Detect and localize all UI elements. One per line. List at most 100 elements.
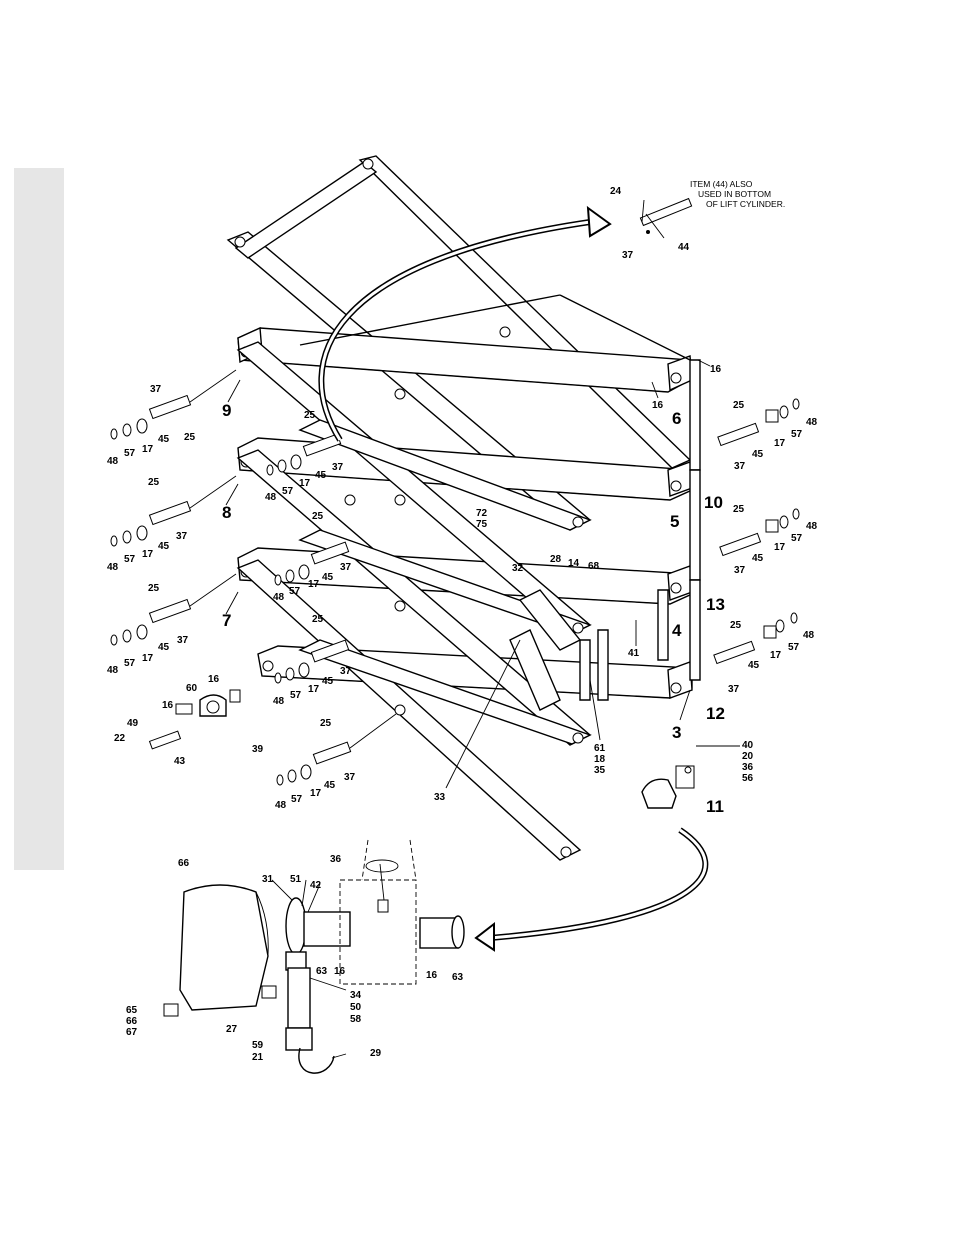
callout: 25 (320, 718, 332, 729)
callout: 17 (774, 438, 786, 449)
callout: 25 (730, 620, 742, 631)
hydraulic-motor-11 (641, 765, 695, 809)
callout-major: 9 (222, 401, 231, 420)
callout: 57 (791, 429, 803, 440)
callout: 45 (158, 434, 170, 445)
callout: 17 (142, 549, 154, 560)
callout: 57 (282, 486, 294, 497)
callout: 68 (588, 561, 600, 572)
callout: 45 (158, 642, 170, 653)
callout-major: 7 (222, 611, 231, 630)
callout: 45 (324, 780, 336, 791)
callout: 25 (733, 400, 745, 411)
pin-assemblies-right (713, 398, 800, 665)
callout: 48 (273, 696, 285, 707)
callout-major: 13 (706, 595, 725, 614)
callout: 44 (678, 242, 690, 253)
callout: 57 (291, 794, 303, 805)
callout: 75 (476, 519, 488, 530)
callout: 17 (774, 542, 786, 553)
callout-major: 6 (672, 409, 681, 428)
callout: 57 (788, 642, 800, 653)
deck-level-9-6 (237, 294, 693, 393)
callout: 48 (806, 417, 818, 428)
note-line-1: ITEM (44) ALSO (690, 179, 753, 189)
callout-major: 3 (672, 723, 681, 742)
callout: 25 (733, 504, 745, 515)
note-line-3: OF LIFT CYLINDER. (706, 199, 785, 209)
callout: 40 (742, 740, 754, 751)
callout: 25 (148, 583, 160, 594)
callout-major: 4 (672, 621, 682, 640)
callout: 61 (594, 743, 606, 754)
callout: 45 (158, 541, 170, 552)
callout: 57 (124, 554, 136, 565)
callout: 17 (770, 650, 782, 661)
callout: 17 (308, 579, 320, 590)
callout: 60 (186, 683, 198, 694)
callout: 45 (322, 676, 334, 687)
bearing-assembly-60 (148, 689, 241, 750)
callout: 45 (322, 572, 334, 583)
callout: 25 (148, 477, 160, 488)
callout: 37 (340, 562, 352, 573)
callout: 45 (748, 660, 760, 671)
callout: 36 (742, 762, 754, 773)
callout: 36 (330, 854, 342, 865)
callout: 48 (273, 592, 285, 603)
callout: 42 (310, 880, 322, 891)
callout: 57 (124, 448, 136, 459)
callout-major: 8 (222, 503, 231, 522)
callout: 49 (127, 718, 139, 729)
callout: 20 (742, 751, 754, 762)
callout: 37 (734, 461, 746, 472)
callout: 37 (176, 531, 188, 542)
callout: 25 (312, 511, 324, 522)
callout: 25 (304, 410, 316, 421)
right-uprights (579, 359, 701, 701)
pin-44 (639, 197, 693, 234)
callout: 16 (652, 400, 664, 411)
callout: 48 (107, 456, 119, 467)
callout: 16 (426, 970, 438, 981)
callout: 43 (174, 756, 186, 767)
callout: 48 (275, 800, 287, 811)
callout: 45 (315, 470, 327, 481)
scissor-arms (236, 326, 592, 861)
callout: 25 (184, 432, 196, 443)
callout: 37 (177, 635, 189, 646)
callout: 37 (150, 384, 162, 395)
callout: 17 (142, 653, 154, 664)
callout: 45 (752, 553, 764, 564)
callout: 41 (628, 648, 640, 659)
deck-level-7-13 (237, 547, 693, 605)
callout: 32 (512, 563, 524, 574)
callout: 22 (114, 733, 126, 744)
callout: 57 (791, 533, 803, 544)
callout: 21 (252, 1052, 264, 1063)
callout: 48 (265, 492, 277, 503)
callout: 56 (742, 773, 754, 784)
callout: 17 (310, 788, 322, 799)
callout: 48 (107, 562, 119, 573)
callout: 37 (344, 772, 356, 783)
callout: 51 (290, 874, 302, 885)
callout: 67 (126, 1027, 138, 1038)
callout: 65 (126, 1005, 138, 1016)
callout: 18 (594, 754, 606, 765)
callout: 14 (568, 558, 580, 569)
callout: 17 (142, 444, 154, 455)
callout: 59 (252, 1040, 264, 1051)
callout: 33 (434, 792, 446, 803)
callout: 29 (370, 1048, 382, 1059)
callout: 57 (289, 586, 301, 597)
lift-cylinder (509, 589, 582, 711)
pin-assemblies-left (110, 369, 397, 786)
callout: 16 (710, 364, 722, 375)
callout: 48 (107, 665, 119, 676)
callout: 50 (350, 1002, 362, 1013)
side-tab (14, 168, 64, 870)
callout: 37 (622, 250, 634, 261)
callout: 16 (208, 674, 220, 685)
callout-major: 10 (704, 493, 723, 512)
